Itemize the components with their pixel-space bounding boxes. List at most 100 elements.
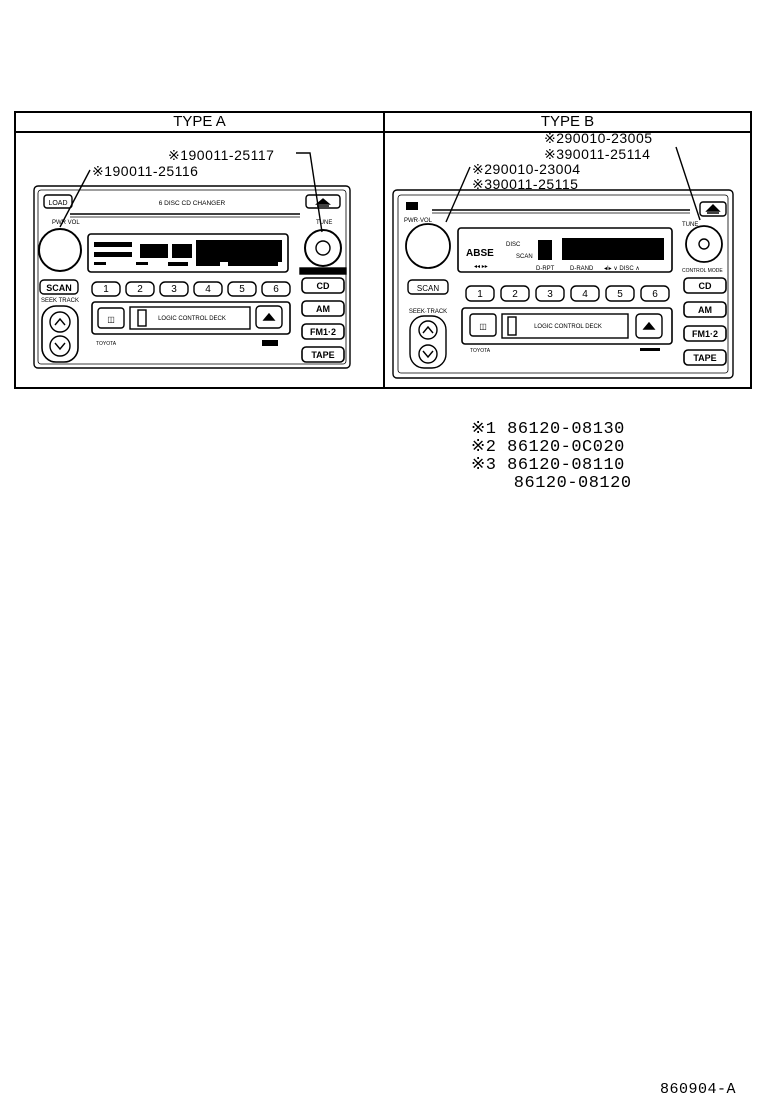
tape-eject-a[interactable] [255, 305, 283, 329]
disp-d-rpt: D-RPT [536, 266, 555, 272]
preset-button-4[interactable] [570, 285, 600, 302]
callout-b-3: ※290010-23004 [472, 161, 581, 177]
disp-disc: DISC [506, 242, 521, 248]
preset-button-6[interactable] [640, 285, 670, 302]
figure-code: 860904-A [660, 1081, 737, 1098]
source-label: AM [698, 305, 712, 315]
source-label: CD [317, 281, 330, 291]
callout-a-2: ※190011-25116 [92, 163, 199, 179]
source-button-0[interactable] [683, 277, 727, 294]
callout-b-1: ※290010-23005 [544, 130, 653, 146]
source-label: FM1·2 [310, 327, 336, 337]
source-button-2[interactable] [301, 323, 345, 340]
display-b [457, 227, 673, 273]
brand-a: TOYOTA [96, 341, 117, 347]
preset-label: 3 [171, 284, 177, 295]
source-label: FM1·2 [692, 329, 718, 339]
preset-button-3[interactable] [159, 281, 189, 297]
svg-text:◂◂ ▸▸: ◂◂ ▸▸ [474, 264, 488, 270]
part-number-row: ※1 86120-08130 [471, 420, 625, 439]
tune-label-b: TUNE [682, 222, 698, 228]
scan-label-b: SCAN [417, 284, 439, 293]
part-number-row: ※2 86120-0C020 [471, 438, 625, 457]
seek-label-a: SEEK TRACK [41, 298, 79, 304]
source-label: CD [699, 281, 712, 291]
cassette-deck-a [91, 301, 291, 335]
source-label: TAPE [311, 350, 334, 360]
deck-dir-button-a[interactable] [97, 307, 125, 329]
leader-a-2 [59, 169, 91, 228]
svg-text:◂I▸ ∨ DISC ∧: ◂I▸ ∨ DISC ∧ [604, 266, 640, 272]
callout-b-4: ※390011-25115 [472, 176, 579, 192]
source-label: AM [316, 304, 330, 314]
seek-label-b: SEEK·TRACK [409, 309, 447, 315]
source-button-1[interactable] [301, 300, 345, 317]
seek-rocker-b[interactable] [409, 315, 447, 369]
scan-label-a: SCAN [46, 283, 72, 293]
preset-label: 1 [477, 289, 483, 300]
svg-text:◫: ◫ [107, 315, 115, 324]
scan-button-a[interactable] [39, 279, 79, 295]
disp-d-rand: D-RAND [570, 266, 594, 272]
brand-b: TOYOTA [470, 348, 491, 354]
leader-b-2 [445, 166, 471, 223]
disp-scan: SCAN [516, 254, 533, 260]
pwr-label-b: PWR·VOL [404, 218, 433, 224]
source-button-0[interactable] [301, 277, 345, 294]
changer-label: 6 DISC CD CHANGER [159, 200, 226, 207]
preset-button-2[interactable] [125, 281, 155, 297]
load-label: LOAD [48, 200, 67, 207]
preset-button-1[interactable] [91, 281, 121, 297]
radio-a: LOAD 6 DISC CD CHANGER PWR VOL TUNE [33, 185, 351, 369]
preset-label: 4 [205, 284, 211, 295]
callout-a-1: ※190011-25117 [168, 147, 275, 163]
source-button-1[interactable] [683, 301, 727, 318]
preset-label: 2 [512, 289, 518, 300]
column-divider [383, 131, 385, 387]
preset-button-5[interactable] [605, 285, 635, 302]
svg-text:◫: ◫ [479, 322, 487, 331]
callout-b-2: ※390011-25114 [544, 146, 651, 162]
seek-rocker-a[interactable] [41, 305, 79, 363]
preset-button-5[interactable] [227, 281, 257, 297]
preset-label: 3 [547, 289, 553, 300]
pwr-label-a: PWR VOL [52, 220, 80, 226]
preset-button-3[interactable] [535, 285, 565, 302]
eject-button-a[interactable] [305, 194, 341, 209]
display-a [87, 233, 289, 273]
svg-text:ABSE: ABSE [466, 248, 494, 259]
preset-button-2[interactable] [500, 285, 530, 302]
preset-button-6[interactable] [261, 281, 291, 297]
preset-button-1[interactable] [465, 285, 495, 302]
type-b-header: TYPE B [385, 113, 750, 133]
tune-knob-a[interactable] [304, 229, 342, 267]
scan-button-b[interactable] [407, 279, 449, 295]
type-a-header: TYPE A [16, 113, 385, 133]
preset-label: 5 [617, 289, 623, 300]
deck-label-a: LOGIC CONTROL DECK [158, 316, 226, 322]
source-button-3[interactable] [683, 349, 727, 366]
leader-a-1 [296, 152, 323, 233]
load-button[interactable] [43, 194, 73, 209]
deck-label-b: LOGIC CONTROL DECK [534, 324, 602, 330]
source-button-3[interactable] [301, 346, 345, 363]
preset-label: 1 [103, 284, 109, 295]
preset-label: 2 [137, 284, 143, 295]
radio-b: PWR·VOL TUNE CONTROL MODE ABSE DISC SCAN… [392, 189, 734, 379]
volume-knob-a[interactable] [38, 228, 82, 272]
tape-eject-b[interactable] [635, 313, 663, 339]
part-number-row: ※3 86120-08110 [471, 456, 625, 475]
svg-text:CONTROL MODE: CONTROL MODE [682, 268, 723, 274]
deck-dir-button-b[interactable] [469, 313, 497, 337]
preset-label: 4 [582, 289, 588, 300]
preset-label: 6 [652, 289, 658, 300]
source-label: TAPE [693, 353, 716, 363]
cassette-deck-b [461, 307, 673, 345]
preset-label: 5 [239, 284, 245, 295]
volume-knob-b[interactable] [405, 223, 451, 269]
eject-button-b[interactable] [699, 201, 727, 217]
leader-b-1 [675, 146, 701, 221]
preset-button-4[interactable] [193, 281, 223, 297]
source-button-2[interactable] [683, 325, 727, 342]
tune-knob-b[interactable] [685, 225, 723, 263]
